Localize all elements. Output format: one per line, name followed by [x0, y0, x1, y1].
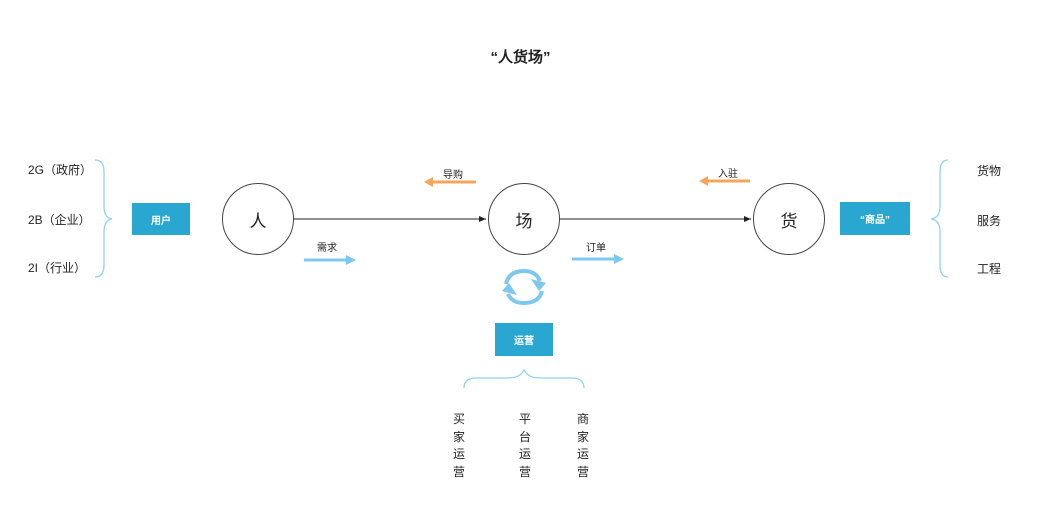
- segment-enterprise: 2B（企业）: [28, 213, 91, 227]
- merchant-operations: 商家运营: [576, 412, 589, 479]
- place-node: 场: [488, 183, 560, 255]
- category-engineering: 工程: [977, 262, 1002, 276]
- guide-label: 导购: [443, 170, 463, 181]
- platform-operations: 平台运营: [518, 412, 531, 479]
- settle-label: 入驻: [718, 169, 738, 180]
- order-arrow: [572, 254, 624, 264]
- segment-industry: 2I（行业）: [28, 261, 87, 275]
- segment-government: 2G（政府）: [28, 163, 93, 177]
- user-box: 用户: [132, 203, 190, 235]
- demand-label: 需求: [317, 243, 337, 254]
- buyer-operations: 买家运营: [452, 412, 465, 479]
- order-label: 订单: [586, 243, 606, 254]
- left-brace: [94, 159, 113, 278]
- goods-box: “商品”: [840, 202, 910, 235]
- operations-box: 运营: [495, 323, 553, 356]
- settle-arrow: [699, 176, 750, 186]
- person-node: 人: [222, 183, 294, 255]
- bottom-brace: [463, 368, 585, 389]
- demand-arrow: [304, 255, 356, 265]
- goods-node: 货: [753, 183, 825, 255]
- diagram-title: “人货场”: [490, 49, 551, 66]
- category-service: 服务: [977, 214, 1002, 228]
- guide-arrow: [424, 177, 476, 187]
- category-goods: 货物: [977, 164, 1002, 178]
- refresh-icon: [502, 268, 546, 306]
- right-brace: [930, 159, 949, 278]
